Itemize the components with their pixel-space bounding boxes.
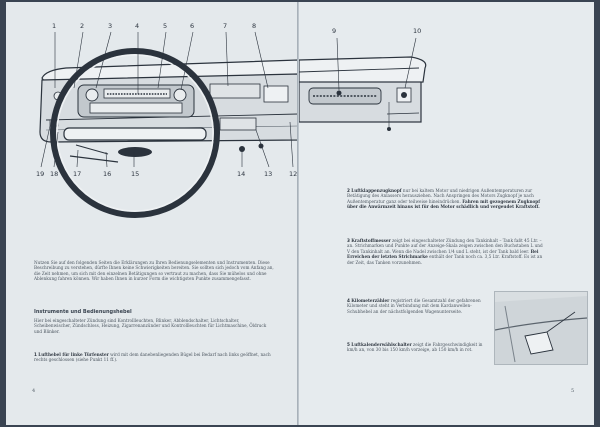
item-1: 1 Lufthebel für linke Türfenster wird mi… bbox=[34, 352, 274, 363]
page-number: 5 bbox=[571, 388, 575, 394]
left-page: 1 2 3 4 5 6 7 8 19 18 17 16 15 14 13 12 … bbox=[6, 2, 298, 425]
section-heading: Instrumente und Bedienungshebel bbox=[34, 309, 132, 315]
item-text: registriert die Gesamtzahl der gefahrene… bbox=[347, 298, 481, 314]
intro-paragraph: Nutzen Sie auf den folgenden Seiten die … bbox=[34, 260, 274, 282]
item-text: wird mit dem danebenliegenden Bügel bei … bbox=[34, 352, 271, 363]
item-title: Kilometerzähler bbox=[351, 298, 390, 303]
item-number: 4 bbox=[347, 298, 350, 303]
item-title: Luftkalenderwählschalter bbox=[351, 342, 412, 347]
item-number: 1 bbox=[34, 352, 37, 357]
odometer-photo bbox=[494, 291, 588, 365]
item-warning: Fahren mit gezogenem Zugknopf über die A… bbox=[347, 198, 541, 210]
callout-label: 17 bbox=[73, 170, 82, 178]
callout-label: 9 bbox=[332, 27, 337, 35]
callout-label: 2 bbox=[80, 22, 85, 30]
item-number: 2 bbox=[347, 188, 350, 193]
page-number: 4 bbox=[32, 388, 36, 394]
item-text: zeigt die Fahrgeschwindigkeit in km/h an… bbox=[347, 342, 483, 353]
callout-label: 15 bbox=[131, 170, 140, 178]
callout-label: 8 bbox=[252, 22, 257, 30]
callout-label: 4 bbox=[135, 22, 140, 30]
section-body: Hier bei eingeschalteter Zündung sind Ko… bbox=[34, 318, 267, 334]
dashboard-diagram-right bbox=[299, 37, 427, 131]
item-title: Lufthebel für linke Türfenster bbox=[38, 352, 109, 357]
right-page: 9 10 2 Luftklappenzugknopf nur bei kalte… bbox=[299, 2, 594, 425]
item-text-continued: enthält der Tank noch ca. 3,5 Ltr. Kraft… bbox=[347, 254, 543, 265]
callout-label: 12 bbox=[289, 170, 298, 178]
item-text: zeigt bei eingeschalteter Zündung den Ta… bbox=[347, 238, 543, 254]
item-number: 5 bbox=[347, 342, 350, 347]
item-2: 2 Luftklappenzugknopf nur bei kaltem Mot… bbox=[347, 188, 543, 210]
item-5: 5 Luftkalenderwählschalter zeigt die Fah… bbox=[347, 342, 487, 353]
callout-label: 18 bbox=[50, 170, 59, 178]
book-spread: 1 2 3 4 5 6 7 8 19 18 17 16 15 14 13 12 … bbox=[6, 2, 594, 425]
callout-label: 13 bbox=[264, 170, 273, 178]
callout-label: 5 bbox=[163, 22, 168, 30]
callout-label: 6 bbox=[190, 22, 195, 30]
item-title: Kraftstoffmesser bbox=[351, 238, 391, 243]
callout-label: 10 bbox=[413, 27, 422, 35]
callout-label: 1 bbox=[52, 22, 57, 30]
item-title: Luftklappenzugknopf bbox=[351, 188, 402, 193]
item-4: 4 Kilometerzähler registriert die Gesamt… bbox=[347, 298, 487, 314]
callout-label: 19 bbox=[36, 170, 45, 178]
item-number: 3 bbox=[347, 238, 350, 243]
callout-label: 14 bbox=[237, 170, 246, 178]
item-emphasis: Bei Erreichen der letzten Strichmarke bbox=[347, 248, 539, 260]
callout-label: 16 bbox=[103, 170, 112, 178]
item-text: nur bei kaltem Motor und niedrigen Außen… bbox=[347, 188, 534, 204]
callout-label: 3 bbox=[108, 22, 113, 30]
book-gutter bbox=[297, 2, 300, 425]
item-3: 3 Kraftstoffmesser zeigt bei eingeschalt… bbox=[347, 238, 543, 265]
dashboard-diagram-left bbox=[39, 31, 298, 218]
callout-label: 7 bbox=[223, 22, 228, 30]
odometer-illustration bbox=[494, 296, 588, 364]
